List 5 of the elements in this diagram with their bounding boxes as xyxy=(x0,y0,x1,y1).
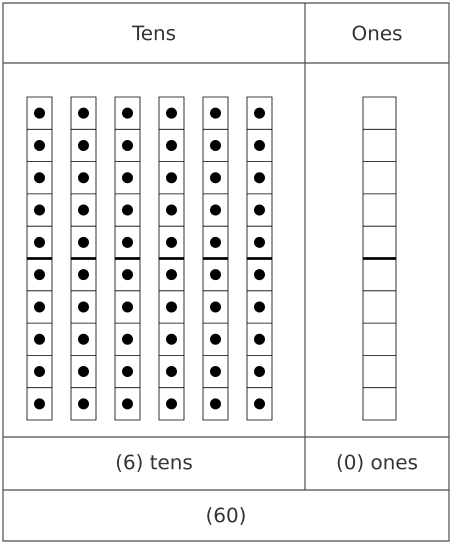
total-value: (60) xyxy=(207,507,245,525)
place-value-count: (6) tens xyxy=(116,454,192,472)
column-header: Ones xyxy=(352,25,402,41)
column-header: Tens xyxy=(132,26,176,40)
place-value-count: (0) ones xyxy=(338,454,417,472)
